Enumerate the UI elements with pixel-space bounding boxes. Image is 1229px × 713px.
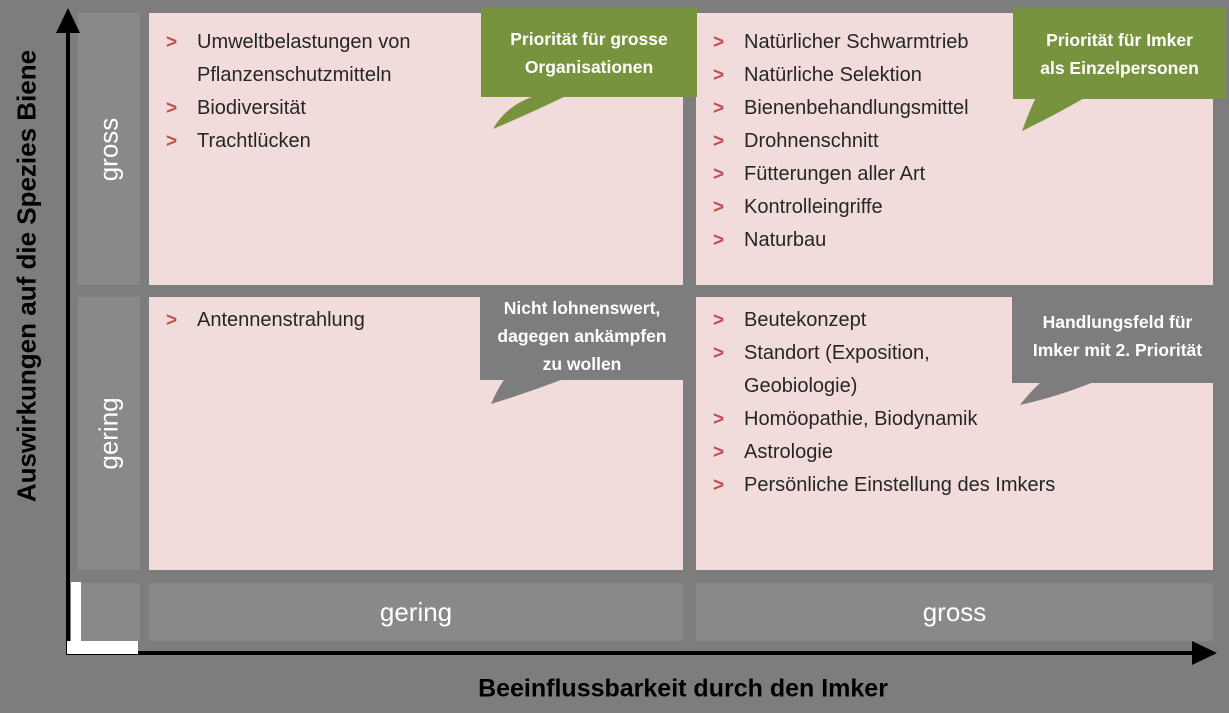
list-item: > Naturbau	[713, 224, 1207, 257]
list-item-label: Standort (Exposition, Geobiologie)	[744, 342, 930, 397]
chevron-bullet-icon: >	[713, 32, 725, 53]
chevron-bullet-icon: >	[166, 98, 178, 119]
origin-marker-horizontal	[67, 641, 138, 654]
x-axis-title: Beeinflussbarkeit durch den Imker	[478, 674, 888, 703]
list-item: > Trachtlücken	[166, 125, 677, 158]
list-item: > Antennenstrahlung	[166, 304, 677, 337]
quadrant-item-list: > Beutekonzept > Standort (Exposition, Geob…	[696, 297, 1213, 502]
list-item: > Natürliche Selektion	[713, 59, 1207, 92]
list-item-label: Natürlicher Schwarmtrieb	[744, 31, 969, 53]
chevron-bullet-icon: >	[166, 32, 178, 53]
list-item-label: Naturbau	[744, 229, 827, 251]
callout-priority-individual-beekeepers: Priorität für Imker als Einzelpersonen	[1013, 8, 1226, 99]
y-axis-title: Auswirkungen auf die Spezies Biene	[11, 49, 42, 503]
list-item-label: Drohnenschnitt	[744, 130, 879, 152]
list-item: > Beutekonzept	[713, 304, 1207, 337]
chevron-bullet-icon: >	[713, 197, 725, 218]
x-band-gross-label: gross	[922, 596, 987, 627]
chevron-bullet-icon: >	[713, 310, 725, 331]
chevron-bullet-icon: >	[713, 131, 725, 152]
list-item-label: Umweltbelastungen von Pflanzenschutzmitt…	[197, 31, 411, 86]
list-item-label: Natürliche Selektion	[744, 64, 922, 86]
list-item-label: Kontrolleingriffe	[744, 196, 883, 218]
y-axis-line	[66, 26, 70, 654]
callout-second-priority-field: Handlungsfeld für Imker mit 2. Priorität	[1012, 288, 1223, 383]
list-item: > Fütterungen aller Art	[713, 158, 1207, 191]
chevron-bullet-icon: >	[713, 343, 725, 364]
x-band-gering: gering	[149, 583, 683, 641]
chevron-bullet-icon: >	[713, 98, 725, 119]
list-item: > Kontrolleingriffe	[713, 191, 1207, 224]
list-item: > Bienenbehandlungsmittel	[713, 92, 1207, 125]
chevron-bullet-icon: >	[713, 442, 725, 463]
quadrant-item-list: > Natürlicher Schwarmtrieb > Natürliche Sel…	[696, 13, 1213, 257]
chevron-bullet-icon: >	[713, 409, 725, 430]
list-item: > Homöopathie, Biodynamik	[713, 403, 1207, 436]
list-item-label: Biodiversität	[197, 97, 306, 119]
list-item-label: Beutekonzept	[744, 309, 867, 331]
chevron-bullet-icon: >	[166, 310, 178, 331]
list-item: > Biodiversität	[166, 92, 677, 125]
y-band-gering: gering	[78, 297, 140, 570]
x-band-gross: gross	[696, 583, 1213, 641]
list-item: > Natürlicher Schwarmtrieb	[713, 26, 1207, 59]
list-item-label: Astrologie	[744, 441, 833, 463]
corner-band	[78, 583, 140, 641]
list-item: > Astrologie	[713, 436, 1207, 469]
chevron-bullet-icon: >	[713, 475, 725, 496]
list-item-label: Antennenstrahlung	[197, 309, 365, 331]
y-axis-arrowhead-icon	[56, 8, 80, 33]
list-item-label: Homöopathie, Biodynamik	[744, 408, 978, 430]
quadrant-item-list: > Antennenstrahlung	[149, 297, 683, 337]
list-item-label: Trachtlücken	[197, 130, 311, 152]
list-item-label: Bienenbehandlungsmittel	[744, 97, 969, 119]
x-axis-line	[66, 651, 1194, 655]
list-item: > Drohnenschnitt	[713, 125, 1207, 158]
list-item-label: Fütterungen aller Art	[744, 163, 926, 185]
callout-priority-large-organisations: Priorität für grosse Organisationen	[481, 8, 697, 97]
list-item-label: Persönliche Einstellung des Imkers	[744, 474, 1056, 496]
list-item: > Standort (Exposition, Geobiologie)	[713, 337, 1207, 403]
list-item: > Umweltbelastungen von Pflanzenschutzmit…	[166, 26, 677, 92]
callout-not-worthwhile: Nicht lohnenswert, dagegen ankämpfen zu …	[480, 291, 684, 380]
x-axis-arrowhead-icon	[1192, 641, 1217, 665]
x-band-gering-label: gering	[379, 596, 453, 627]
chevron-bullet-icon: >	[713, 65, 725, 86]
list-item: > Persönliche Einstellung des Imkers	[713, 469, 1207, 502]
origin-marker-vertical	[71, 582, 81, 642]
chevron-bullet-icon: >	[713, 230, 725, 251]
y-band-gross: gross	[78, 13, 140, 285]
chevron-bullet-icon: >	[713, 164, 725, 185]
quadrant-item-list: > Umweltbelastungen von Pflanzenschutzmit…	[149, 13, 683, 158]
chevron-bullet-icon: >	[166, 131, 178, 152]
